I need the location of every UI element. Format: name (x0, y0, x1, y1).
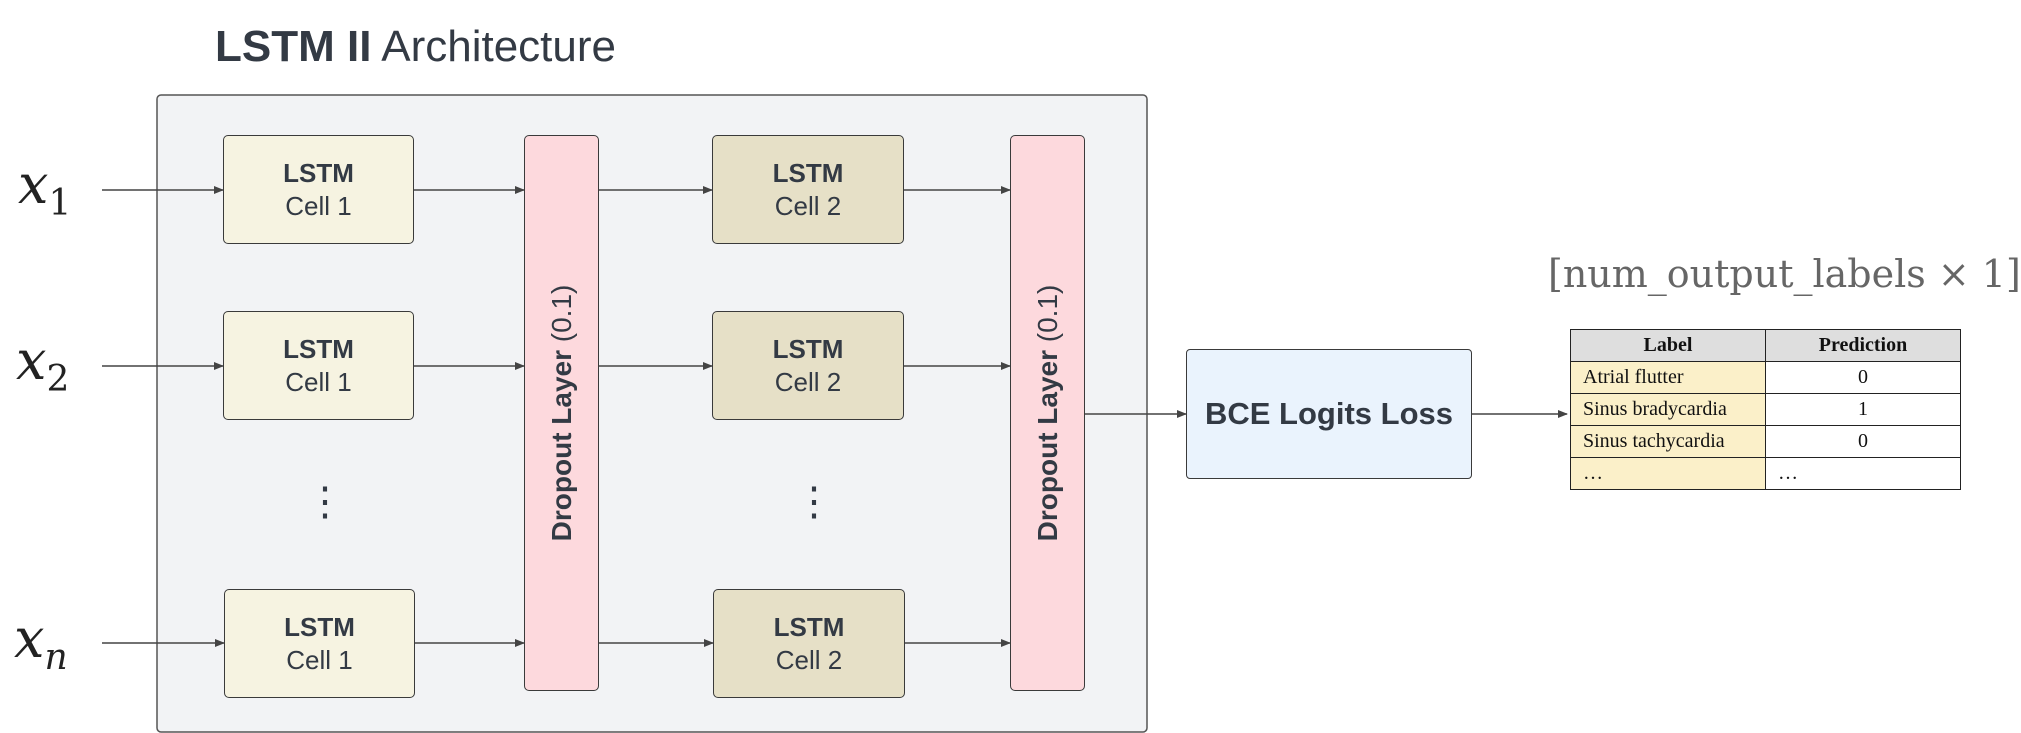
output-table: Label Prediction Atrial flutter 0 Sinus … (1570, 329, 1961, 490)
row-label: … (1570, 457, 1766, 490)
cell-subtitle: Cell 2 (774, 366, 842, 397)
input-x1: x1 (18, 158, 71, 222)
cell-subtitle: Cell 2 (774, 190, 842, 221)
dropout-name: Dropout Layer (1031, 350, 1063, 542)
input-xn: xn (14, 612, 68, 676)
cell-title: LSTM (772, 334, 844, 364)
cell-subtitle: Cell 1 (285, 190, 352, 221)
lstm-cell-1-rown: LSTM Cell 1 (224, 589, 415, 698)
cell-title: LSTM (283, 334, 354, 364)
table-header-row: Label Prediction (1570, 329, 1961, 362)
title-bold: LSTM II (215, 22, 372, 71)
row-label: Sinus bradycardia (1570, 393, 1766, 426)
title-rest: Architecture (371, 22, 616, 71)
dropout-rate: (0.1) (1031, 284, 1063, 343)
input-x2-base: x (16, 329, 47, 392)
input-xn-sub: n (44, 636, 68, 678)
row-label: Atrial flutter (1570, 361, 1766, 394)
ellipsis-cell2-column: ⋮ (794, 480, 834, 524)
bce-logits-loss-box: BCE Logits Loss (1186, 349, 1472, 479)
table-row: Sinus bradycardia 1 (1570, 393, 1961, 426)
table-row: Atrial flutter 0 (1570, 361, 1961, 394)
lstm-cell-2-row1: LSTM Cell 2 (712, 135, 904, 244)
dropout-rate: (0.1) (545, 284, 577, 343)
loss-label: BCE Logits Loss (1204, 396, 1453, 431)
input-x1-sub: 1 (48, 182, 72, 224)
input-x1-base: x (18, 153, 49, 216)
dropout-layer-2: Dropout Layer (0.1) (1010, 135, 1085, 691)
output-shape-label: [num_output_labels × 1] (1548, 252, 2021, 296)
input-x2-sub: 2 (46, 358, 70, 400)
row-prediction: 0 (1765, 425, 1961, 458)
input-xn-base: x (14, 607, 45, 670)
table-row: … … (1570, 457, 1961, 490)
header-label: Label (1570, 329, 1766, 362)
cell-subtitle: Cell 2 (775, 644, 843, 675)
cell-title: LSTM (284, 612, 355, 642)
input-x2: x2 (16, 334, 69, 398)
ellipsis-cell1-column: ⋮ (305, 480, 345, 524)
dropout-layer-2-label: Dropout Layer (0.1) (1032, 285, 1064, 542)
diagram-title: LSTM II Architecture (215, 22, 616, 72)
row-prediction: 0 (1765, 361, 1961, 394)
lstm-cell-1-row1: LSTM Cell 1 (223, 135, 414, 244)
cell-subtitle: Cell 1 (286, 644, 353, 675)
lstm-cell-2-rown: LSTM Cell 2 (713, 589, 905, 698)
lstm-cell-1-row2: LSTM Cell 1 (223, 311, 414, 420)
cell-title: LSTM (283, 158, 354, 188)
dropout-layer-1-label: Dropout Layer (0.1) (546, 285, 578, 542)
dropout-layer-1: Dropout Layer (0.1) (524, 135, 599, 691)
row-prediction: 1 (1765, 393, 1961, 426)
cell-subtitle: Cell 1 (285, 366, 352, 397)
row-prediction: … (1765, 457, 1961, 490)
table-row: Sinus tachycardia 0 (1570, 425, 1961, 458)
lstm-cell-2-row2: LSTM Cell 2 (712, 311, 904, 420)
cell-title: LSTM (773, 612, 845, 642)
row-label: Sinus tachycardia (1570, 425, 1766, 458)
header-prediction: Prediction (1765, 329, 1961, 362)
dropout-name: Dropout Layer (545, 350, 577, 542)
cell-title: LSTM (772, 158, 844, 188)
